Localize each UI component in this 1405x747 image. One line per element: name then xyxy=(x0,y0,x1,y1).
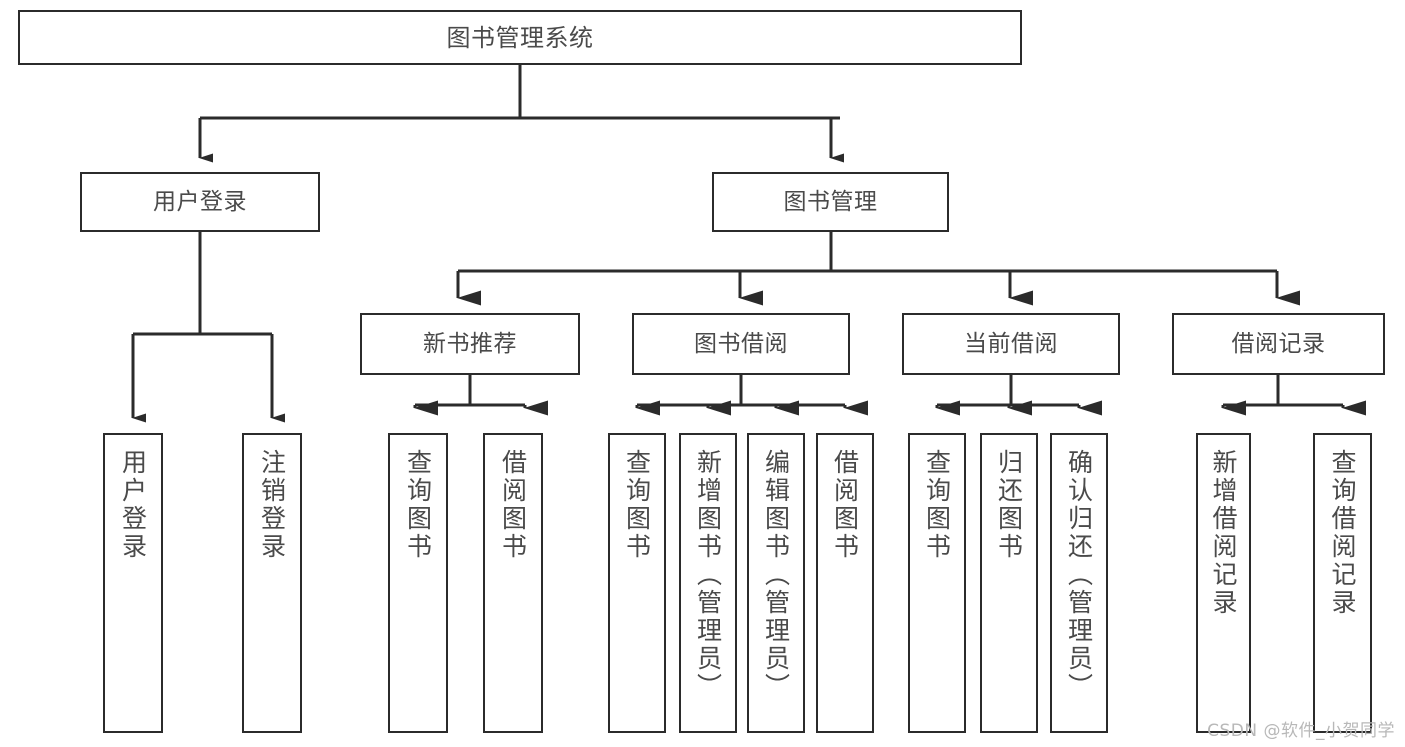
leaf-user-login-label: 用户登录 xyxy=(118,449,148,561)
leaf-add-book[interactable]: 新增图书（管理员） xyxy=(679,433,737,733)
node-root[interactable]: 图书管理系统 xyxy=(18,10,1022,65)
leaf-query-book-2-label: 查询图书 xyxy=(622,449,652,561)
node-new-book-rec-label: 新书推荐 xyxy=(423,330,517,357)
leaf-borrow-book-1[interactable]: 借阅图书 xyxy=(483,433,543,733)
node-book-borrow-label: 图书借阅 xyxy=(694,330,788,357)
leaf-borrow-book-2-label: 借阅图书 xyxy=(830,449,860,561)
leaf-query-book-1[interactable]: 查询图书 xyxy=(388,433,448,733)
node-current-borrow-label: 当前借阅 xyxy=(964,330,1058,357)
leaf-query-record-label: 查询借阅记录 xyxy=(1328,449,1357,617)
leaf-user-logout[interactable]: 注销登录 xyxy=(242,433,302,733)
leaf-return-book-label: 归还图书 xyxy=(994,449,1024,561)
node-borrow-record-label: 借阅记录 xyxy=(1231,330,1326,357)
leaf-add-record-label: 新增借阅记录 xyxy=(1209,449,1238,617)
leaf-query-book-2[interactable]: 查询图书 xyxy=(608,433,666,733)
leaf-confirm-return-label: 确认归还（管理员） xyxy=(1064,449,1094,701)
leaf-query-book-3-label: 查询图书 xyxy=(922,449,952,561)
leaf-query-book-3[interactable]: 查询图书 xyxy=(908,433,966,733)
leaf-edit-book-label: 编辑图书（管理员） xyxy=(761,449,791,701)
leaf-confirm-return[interactable]: 确认归还（管理员） xyxy=(1050,433,1108,733)
leaf-query-record[interactable]: 查询借阅记录 xyxy=(1313,433,1372,733)
leaf-add-book-label: 新增图书（管理员） xyxy=(693,449,723,701)
leaf-borrow-book-2[interactable]: 借阅图书 xyxy=(816,433,874,733)
leaf-query-book-1-label: 查询图书 xyxy=(403,449,433,561)
leaf-return-book[interactable]: 归还图书 xyxy=(980,433,1038,733)
leaf-borrow-book-1-label: 借阅图书 xyxy=(498,449,528,561)
leaf-user-login[interactable]: 用户登录 xyxy=(103,433,163,733)
node-book-manage-label: 图书管理 xyxy=(783,188,878,215)
node-borrow-record[interactable]: 借阅记录 xyxy=(1172,313,1385,375)
node-new-book-rec[interactable]: 新书推荐 xyxy=(360,313,580,375)
node-book-borrow[interactable]: 图书借阅 xyxy=(632,313,850,375)
node-user-login-label: 用户登录 xyxy=(153,188,247,215)
node-root-label: 图书管理系统 xyxy=(446,23,594,52)
leaf-user-logout-label: 注销登录 xyxy=(257,449,287,561)
node-current-borrow[interactable]: 当前借阅 xyxy=(902,313,1120,375)
leaf-edit-book[interactable]: 编辑图书（管理员） xyxy=(747,433,805,733)
node-user-login[interactable]: 用户登录 xyxy=(80,172,320,232)
leaf-add-record[interactable]: 新增借阅记录 xyxy=(1196,433,1251,733)
node-book-manage[interactable]: 图书管理 xyxy=(712,172,949,232)
watermark: CSDN @软件_小贺同学 xyxy=(1207,721,1395,741)
